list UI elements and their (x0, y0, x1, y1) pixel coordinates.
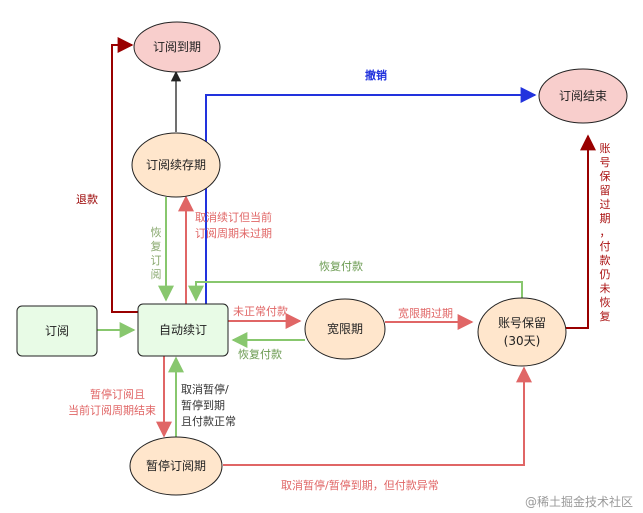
label-char: 留 (600, 184, 611, 197)
label-cancel-renewal-line2: 订阅周期未过期 (195, 227, 272, 240)
label-payment-failed: 未正常付款 (233, 304, 288, 318)
node-label: 自动续订 (159, 323, 207, 337)
label-char: 付 (600, 240, 611, 253)
node-label: 宽限期 (327, 321, 363, 336)
label-revoke: 撤销 (365, 68, 387, 82)
watermark: @稀土掘金技术社区 (525, 494, 633, 509)
label-restore-payment-bottom: 恢复付款 (238, 347, 282, 361)
node-label: 订阅到期 (153, 40, 201, 54)
node-subscription-ended: 订阅结束 (538, 68, 628, 124)
label-char: 款 (600, 253, 611, 267)
node-label: 订阅 (45, 324, 69, 338)
node-label: 暂停订阅期 (146, 458, 206, 473)
label-char: 恢 (600, 296, 611, 309)
node-label: (30天) (504, 334, 541, 348)
edge-cancel-pause-failed (223, 366, 532, 466)
node-label: 订阅结束 (559, 89, 607, 103)
label-refund: 退款 (76, 192, 98, 206)
edge-restore-payment-top (188, 281, 523, 302)
label-pause-line1: 暂停订阅且 (90, 387, 145, 401)
label-char: 仍 (600, 268, 611, 281)
label-cancel-pause-failed: 取消暂停/暂停到期，但付款异常 (281, 478, 439, 492)
label-restore-payment-top: 恢复付款 (319, 259, 363, 273)
label-cancel-pause-line2: 暂停到期 (181, 398, 225, 412)
node-grace-period: 宽限期 (304, 298, 386, 360)
edge-account-hold-expired (565, 134, 596, 329)
label-char: 订 (151, 254, 162, 267)
label-cancel-pause-line3: 且付款正常 (181, 414, 236, 428)
label-char: 过 (600, 198, 611, 211)
label-char: 保 (600, 169, 611, 183)
label-char: 阅 (151, 268, 162, 281)
label-char: 未 (600, 282, 611, 295)
node-subscription-expired: 订阅到期 (133, 21, 221, 73)
edge-refund (111, 37, 138, 313)
label-char: 复 (600, 309, 611, 323)
node-account-hold: 账号保留 (30天) (477, 297, 567, 367)
label-char: 复 (151, 239, 162, 253)
node-label: 账号保留 (498, 316, 546, 330)
node-auto-renew: 自动续订 (137, 303, 229, 357)
label-restore-subscription: 恢 复 订 阅 (151, 226, 162, 281)
label-char: 恢 (151, 226, 162, 239)
label-char: 号 (600, 156, 611, 169)
node-pause-period: 暂停订阅期 (129, 436, 223, 496)
label-grace-expired: 宽限期过期 (398, 306, 453, 320)
label-account-hold-expired: 账 号 保 留 过 期 ， 付 款 仍 未 恢 复 (600, 142, 611, 323)
label-char: 期 (600, 212, 611, 225)
node-label: 订阅续存期 (146, 158, 206, 172)
label-char: 账 (600, 142, 611, 155)
node-subscribe: 订阅 (16, 305, 98, 357)
edge-revoke (205, 87, 537, 304)
node-renewal-period: 订阅续存期 (131, 132, 221, 198)
label-pause-line2: 当前订阅周期结束 (68, 403, 156, 417)
label-char: ， (600, 226, 611, 239)
label-cancel-renewal-line1: 取消续订但当前 (195, 210, 272, 224)
label-cancel-pause-line1: 取消暂停/ (181, 382, 229, 396)
